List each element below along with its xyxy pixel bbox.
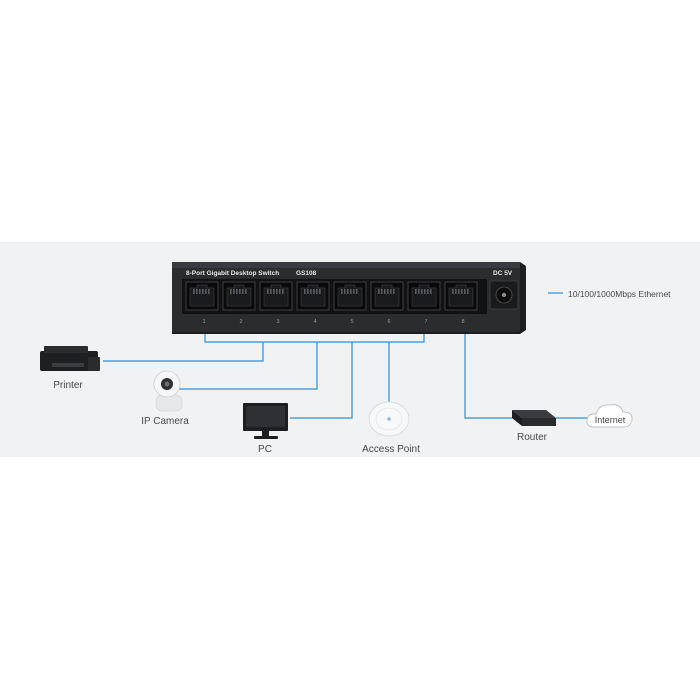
ethernet-port-7 (407, 281, 441, 311)
network-switch: 8-Port Gigabit Desktop Switch GS108 DC 5… (172, 262, 526, 334)
port-number-5: 5 (350, 319, 353, 325)
switch-power-label: DC 5V (493, 270, 513, 277)
ethernet-port-8 (444, 281, 478, 311)
port-number-7: 7 (424, 319, 427, 325)
pc-monitor-icon (243, 403, 288, 439)
link-ip-camera (178, 342, 318, 390)
link-bus (204, 334, 425, 343)
link-pc (290, 342, 353, 419)
ethernet-port-3 (259, 281, 293, 311)
ethernet-port-1 (185, 281, 219, 311)
ip-camera-label: IP Camera (141, 416, 189, 427)
port-number-1: 1 (202, 319, 205, 325)
printer-icon (40, 346, 100, 371)
link-router (464, 334, 512, 419)
port-number-2: 2 (239, 319, 242, 325)
port-number-6: 6 (387, 319, 390, 325)
internet-cloud-icon (586, 404, 633, 428)
ethernet-port-2 (222, 281, 256, 311)
ip-camera-icon (153, 370, 183, 412)
router-label: Router (517, 432, 548, 443)
ethernet-port-5 (333, 281, 367, 311)
port-number-3: 3 (276, 319, 279, 325)
router-icon (512, 410, 556, 426)
access-point-icon (368, 401, 410, 437)
switch-model-code: GS108 (296, 270, 317, 277)
access-point-label: Access Point (362, 444, 420, 455)
ethernet-port-6 (370, 281, 404, 311)
port-number-8: 8 (461, 319, 464, 325)
port-number-4: 4 (313, 319, 316, 325)
internet-label: Internet (595, 415, 626, 425)
link-printer (103, 342, 264, 362)
ethernet-port-4 (296, 281, 330, 311)
switch-model-name: 8-Port Gigabit Desktop Switch (186, 270, 279, 277)
printer-label: Printer (53, 380, 83, 391)
legend-label: 10/100/1000Mbps Ethernet (568, 289, 671, 299)
dc-power-jack (489, 280, 519, 310)
connection-lines (103, 292, 590, 419)
pc-label: PC (258, 444, 272, 455)
